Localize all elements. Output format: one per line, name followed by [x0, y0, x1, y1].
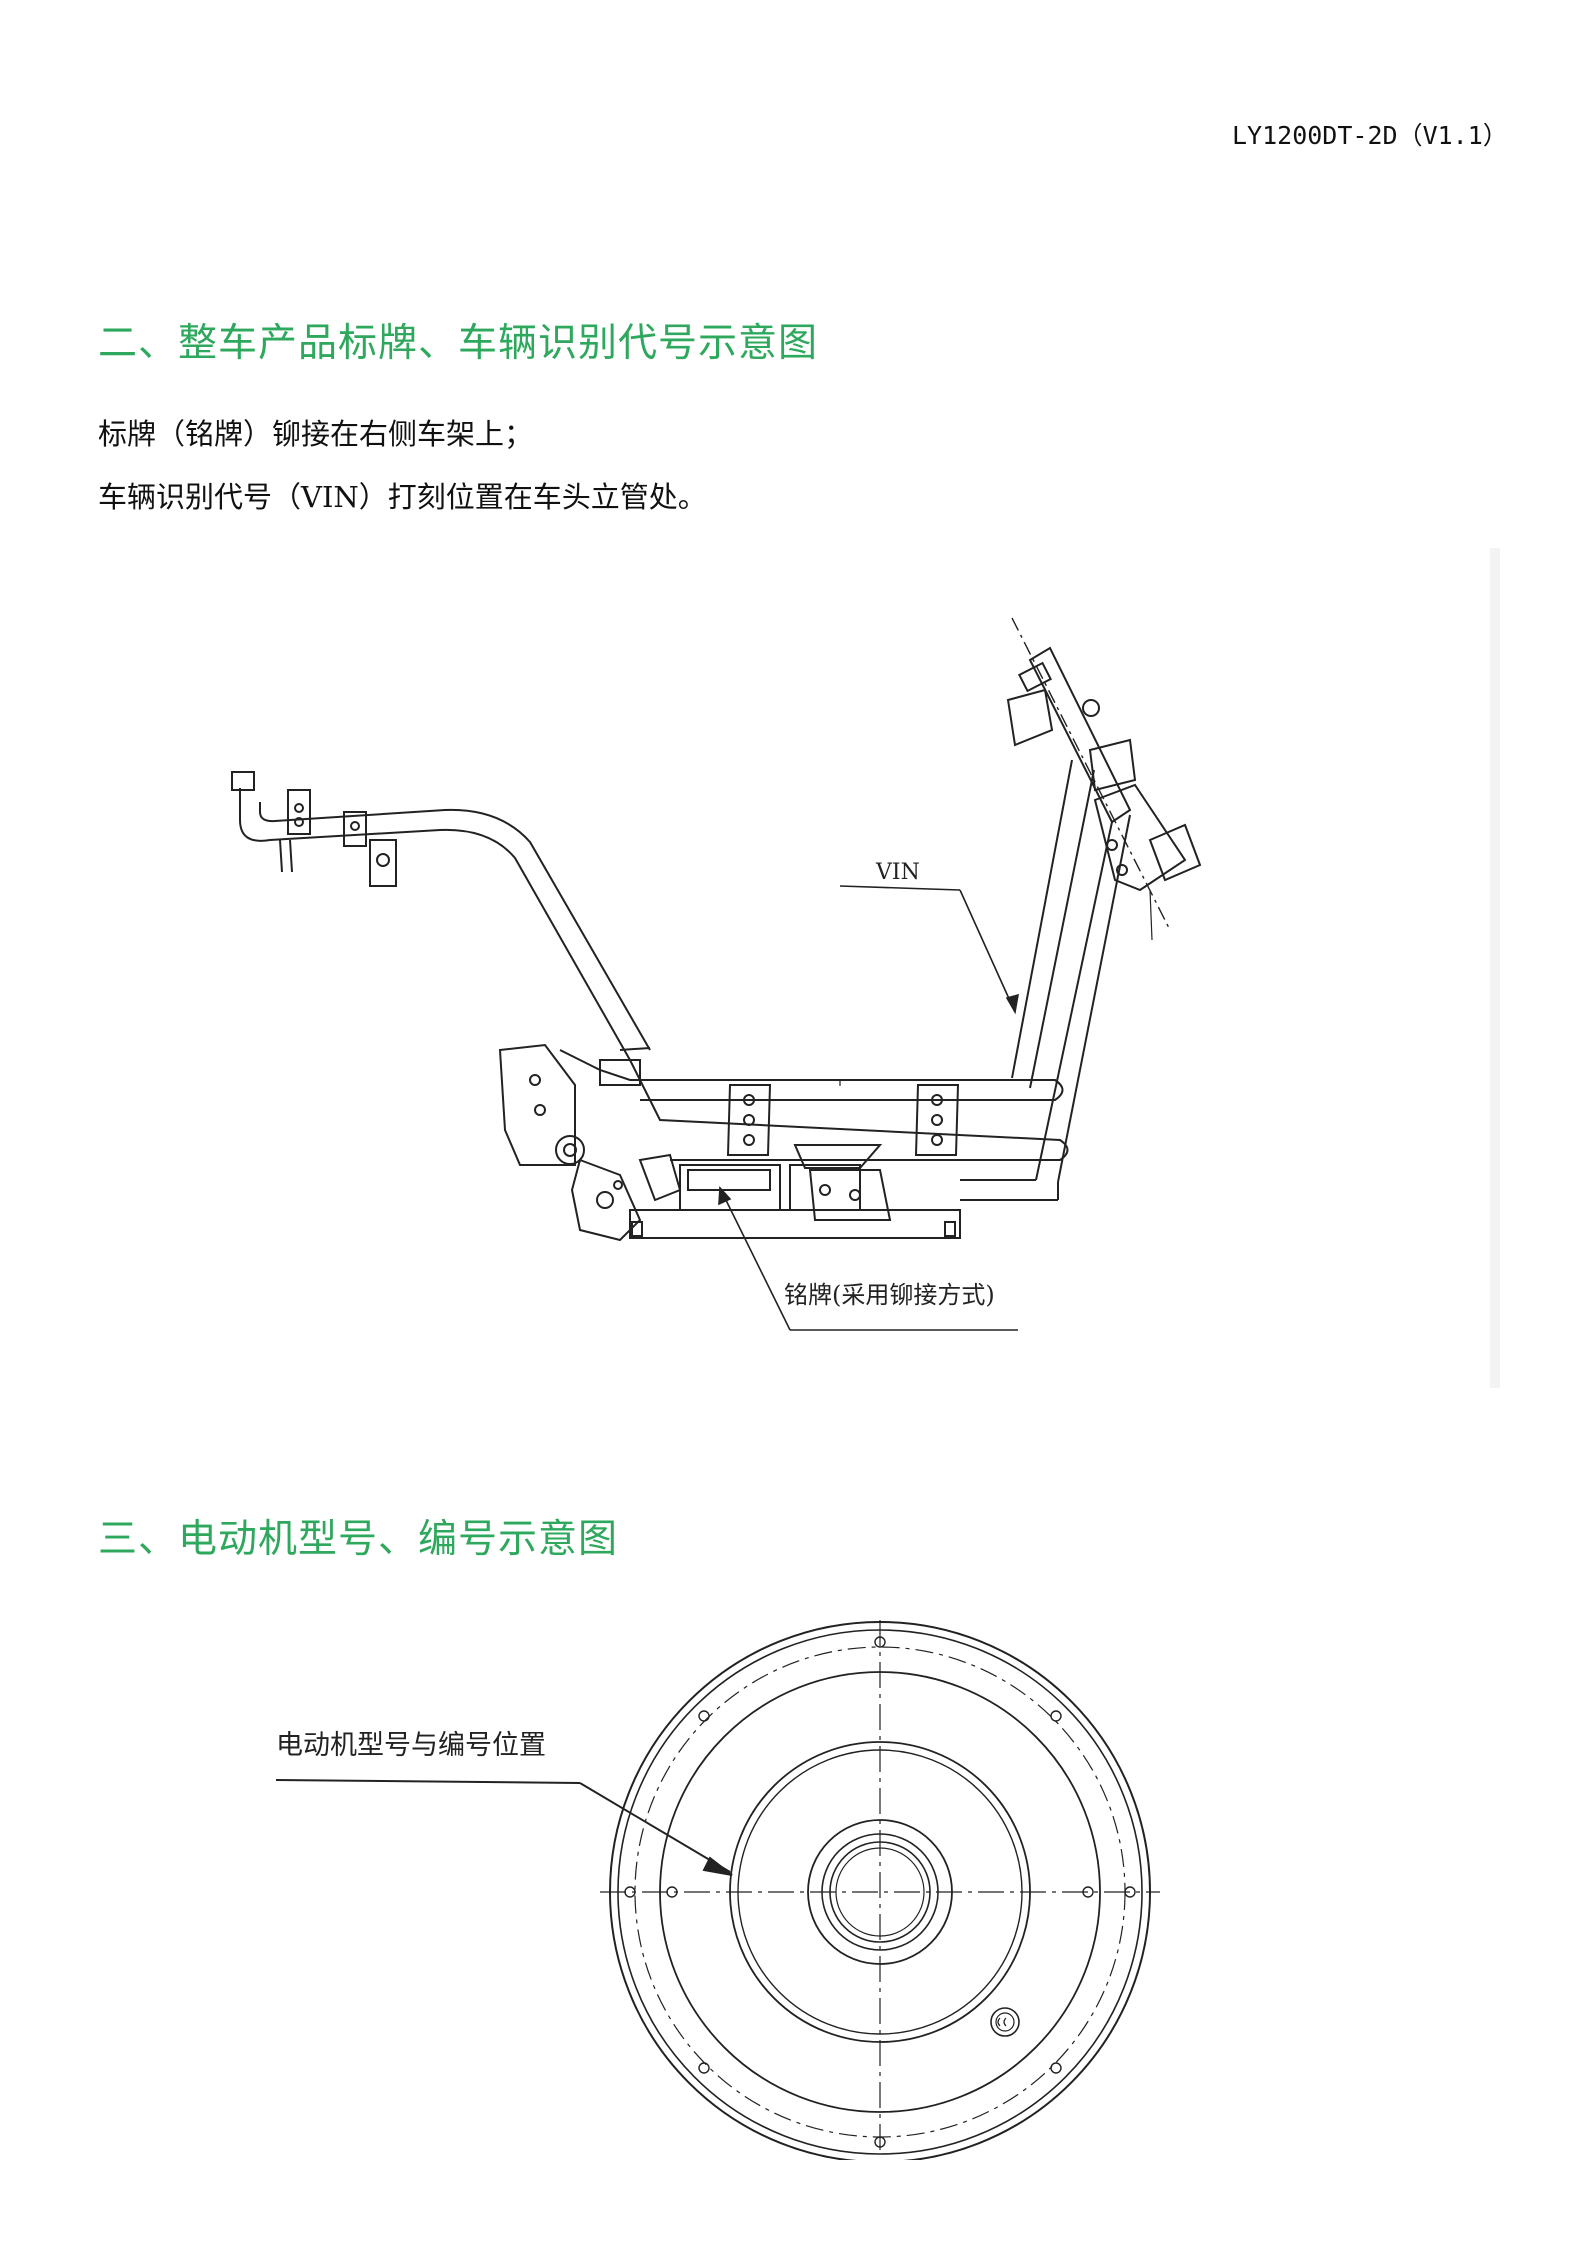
vehicle-frame-diagram: VIN 铭牌(采用铆接方式) — [200, 540, 1500, 1390]
section-title-nameplate-vin: 二、整车产品标牌、车辆识别代号示意图 — [98, 321, 819, 366]
section-title-motor: 三、电动机型号、编号示意图 — [98, 1517, 619, 1562]
nameplate-callout-label: 铭牌(采用铆接方式) — [784, 1281, 995, 1309]
nameplate-description: 标牌（铭牌）铆接在右侧车架上； — [98, 417, 534, 451]
motor-callout-label: 电动机型号与编号位置 — [276, 1730, 546, 1761]
document-code: LY1200DT-2D（V1.1） — [1232, 121, 1508, 150]
frame-drawing: VIN 铭牌(采用铆接方式) — [231, 617, 1202, 1331]
figure-edge-strip — [1490, 548, 1500, 1388]
motor-drawing: 电动机型号与编号位置 — [275, 1620, 1160, 2163]
motor-diagram: 电动机型号与编号位置 — [260, 1600, 1260, 2163]
vin-callout-label: VIN — [875, 860, 920, 885]
vin-description: 车辆识别代号（VIN）打刻位置在车头立管处。 — [98, 480, 707, 514]
